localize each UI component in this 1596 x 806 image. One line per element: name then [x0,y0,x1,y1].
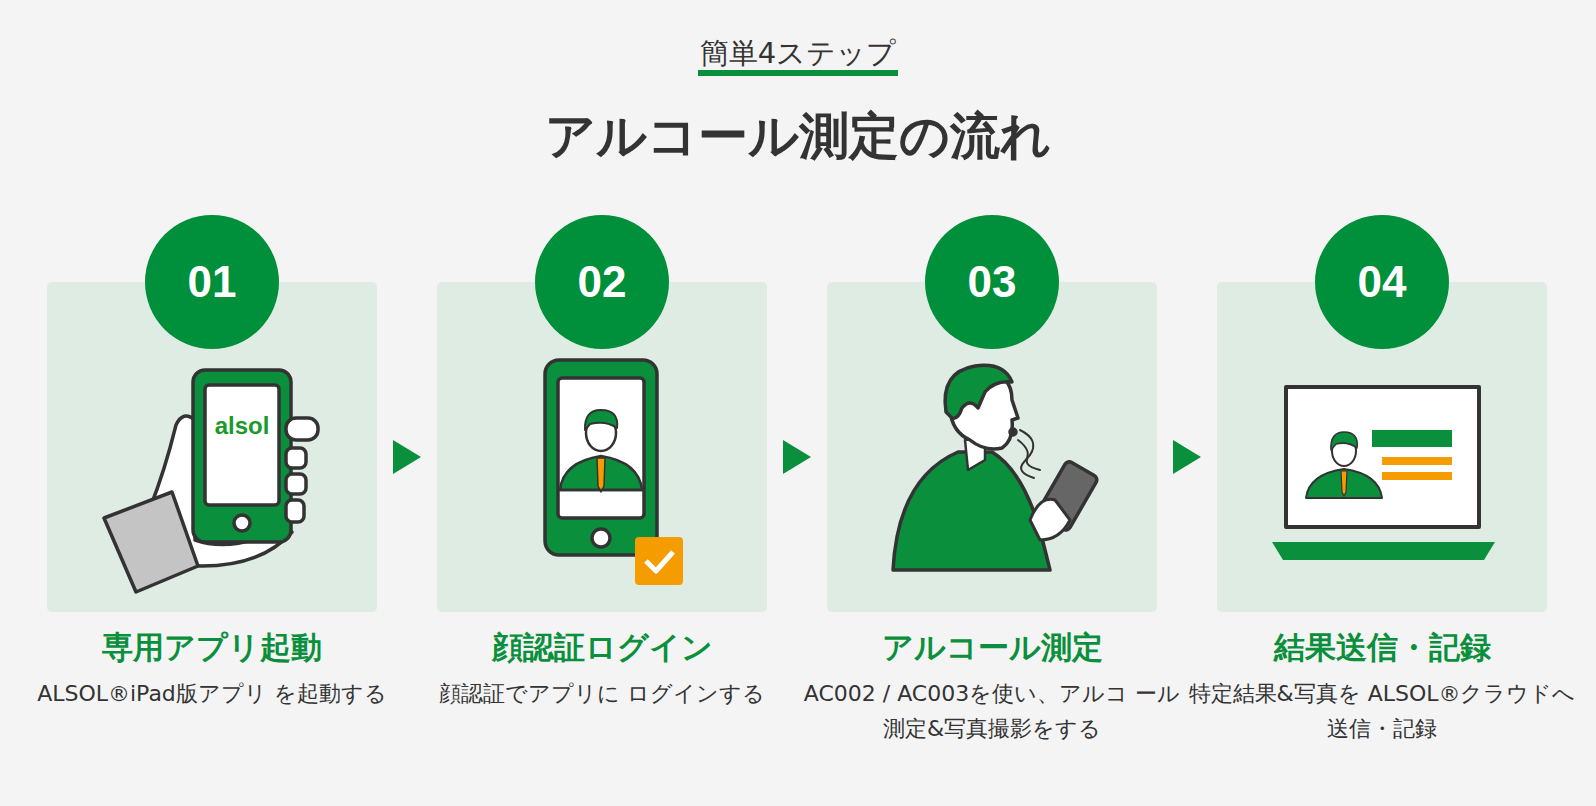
step-arrow [377,440,437,474]
step-heading: 専用アプリ起動 [17,628,407,666]
step-number-text: 04 [1358,257,1407,307]
step-number-text: 02 [578,257,627,307]
step-panel: 専用アプリ起動ALSOL®iPad版アプリ を起動する01 [47,282,377,612]
face-login-icon [545,360,683,585]
arrow-head [783,440,811,474]
step-arrow [767,440,827,474]
hand-phone-icon [104,370,318,592]
step-number: 01 [145,215,279,349]
step-heading: 顔認証ログイン [407,628,797,666]
step-number: 03 [925,215,1059,349]
step-number: 04 [1315,215,1449,349]
arrow-head [1173,440,1201,474]
step-description: 顔認証でアプリに ログインする [407,676,797,711]
step-number-text: 01 [188,257,237,307]
diagram-title: アルコール測定の流れ [0,106,1596,166]
step-number-text: 03 [968,257,1017,307]
step-number: 02 [535,215,669,349]
step-heading: アルコール測定 [797,628,1187,666]
laptop-record-icon [1272,387,1495,560]
arrow-head [393,440,421,474]
step-description: AC002 / AC003を使い、アルコ ール測定&写真撮影をする [797,676,1187,746]
step-panel: アルコール測定AC002 / AC003を使い、アルコ ール測定&写真撮影をする… [827,282,1157,612]
step-arrow [1157,440,1217,474]
step-panel: 顔認証ログイン顔認証でアプリに ログインする02 [437,282,767,612]
app-logo: alsol [215,412,270,440]
step-heading: 結果送信・記録 [1187,628,1577,666]
step-panel: 結果送信・記録特定結果&写真を ALSOL®クラウドへ送信・記録04 [1217,282,1547,612]
subtitle: 簡単4ステップ [698,36,898,76]
panel-grounds [47,282,1547,612]
breath-test-icon [893,365,1099,570]
step-description: 特定結果&写真を ALSOL®クラウドへ送信・記録 [1187,676,1577,746]
step-description: ALSOL®iPad版アプリ を起動する [17,676,407,711]
subtitle-row: 簡単4ステップ [0,34,1596,72]
